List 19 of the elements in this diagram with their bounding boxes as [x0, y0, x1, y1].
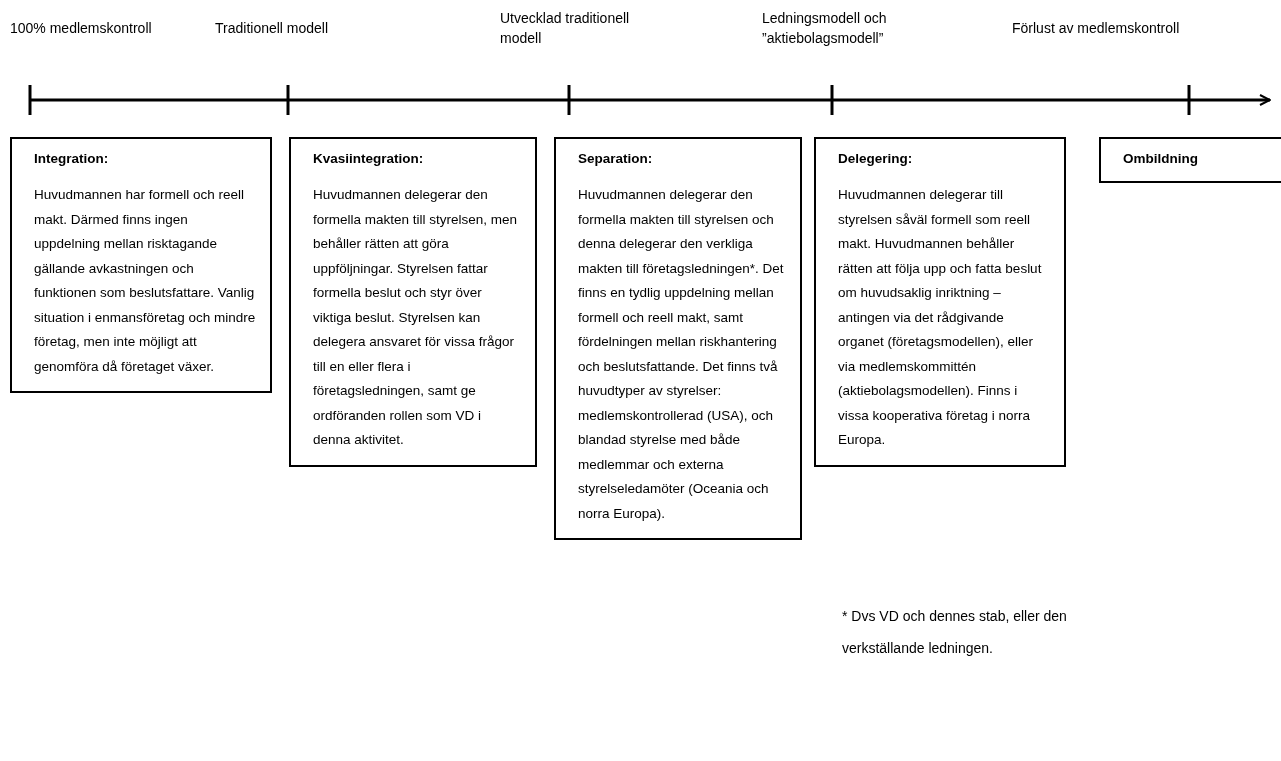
stage-description: Huvudmannen delegerar till styrelsen såväl formell som reell makt. Huvudmannen behåller rätten att följa upp och fatta beslut om huvudsaklig inriktning – antingen via det rådgivande organet (företagsmodellen), eller via medlemskommittén (aktiebolagsmodellen). Finns i vissa kooperativa företag i norra Europa.: [838, 186, 1043, 449]
timeline-label: Utvecklad traditionell modell: [500, 9, 631, 48]
stage-heading: Delegering:: [838, 150, 914, 168]
stage-heading: Integration:: [34, 150, 110, 168]
footnote: * Dvs VD och dennes stab, eller den verkställande ledningen.: [842, 607, 1068, 658]
stage-box: [1099, 137, 1281, 183]
stage-description: Huvudmannen delegerar den formella makten till styrelsen, men behåller rätten att göra uppföljningar. Styrelsen fattar formella beslut och styr över viktiga beslut. Styrelsen kan delegera ansvaret för vissa frågor till en eller flera i företagsledningen, samt ge ordföranden rollen som VD i denna aktivitet.: [313, 186, 519, 449]
stage-box: [554, 137, 802, 540]
stage-box: [289, 137, 537, 467]
timeline-label: Förlust av medlemskontroll: [1012, 19, 1181, 38]
stage-description: Huvudmannen har formell och reell makt. Därmed finns ingen uppdelning mellan risktagande gällande avkastningen och funktionen som beslutsfattare. Vanlig situation i enmansföretag och mindre företag, men inte möjligt att genomföra då företaget växer.: [34, 186, 256, 376]
stage-description: Huvudmannen delegerar den formella makten till styrelsen och denna delegerar den verkliga makten till företagsledningen*. Det finns en tydlig uppdelning mellan formell och reell makt, samt fördelningen mellan riskhantering och beslutsfattande. Det finns två huvudtyper av styrelser: medlemskontrollerad (USA), och blandad styrelse med både medlemmar och externa styrelseledamöter (Oceania och norra Europa).: [578, 186, 785, 523]
stage-heading: Ombildning: [1123, 150, 1199, 168]
stage-box: [10, 137, 272, 393]
timeline-label: Ledningsmodell och ”aktiebolagsmodell”: [762, 9, 888, 48]
stage-heading: Kvasiintegration:: [313, 150, 425, 168]
stage-heading: Separation:: [578, 150, 654, 168]
timeline-label: Traditionell modell: [215, 19, 330, 38]
stage-box: [814, 137, 1066, 467]
